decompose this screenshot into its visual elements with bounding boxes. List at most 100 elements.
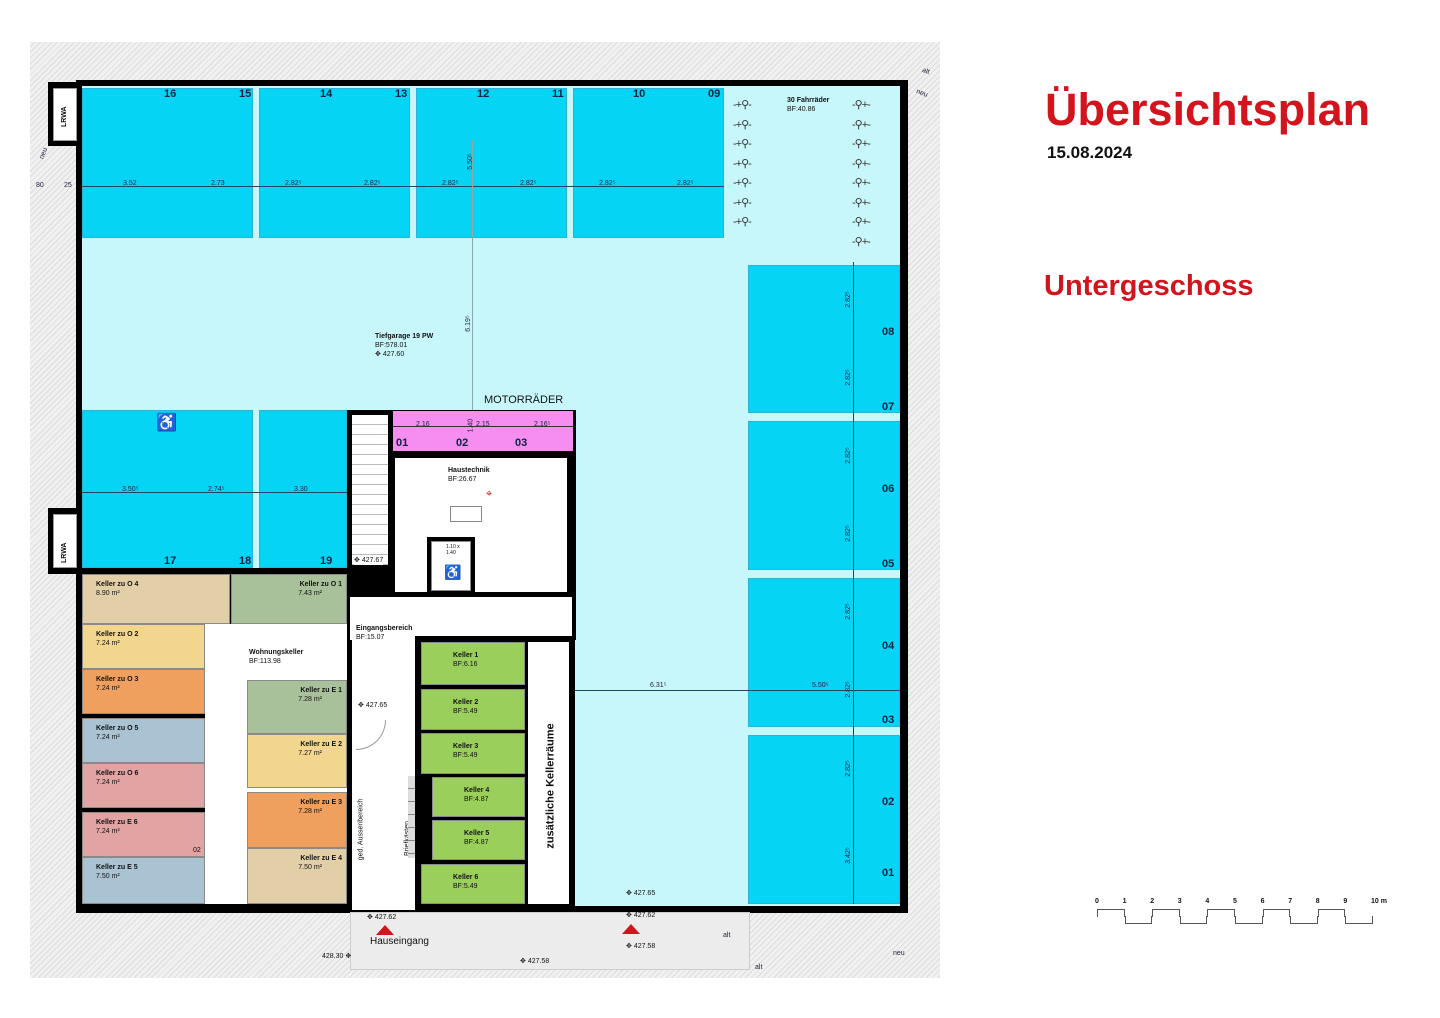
equipment-note	[450, 506, 482, 522]
garage-label: Tiefgarage 19 PW BF:578.01 ✥ 427.60	[375, 332, 433, 359]
lift-cabin: 1.10 x 1.40 ♿	[431, 541, 471, 591]
lift-size: 1.10 x 1.40	[446, 544, 460, 556]
room-area: 7.50 m²	[96, 873, 120, 880]
corridor	[352, 640, 418, 910]
slot-dim: 2.82⁵	[520, 180, 537, 187]
floor-label: Untergeschoss	[1044, 270, 1254, 302]
motorrad-area	[393, 411, 573, 451]
dim-line	[82, 492, 347, 493]
scale-segment	[1179, 916, 1208, 924]
room-area: BF:5.49	[453, 752, 478, 759]
scale-segment	[1235, 916, 1263, 924]
room-area: BF:5.49	[453, 883, 478, 890]
slot-number: 15	[239, 88, 252, 100]
scale-segment	[1207, 909, 1235, 917]
parking-group	[748, 265, 900, 413]
moto-number: 03	[515, 437, 528, 449]
haustechnik-label: Haustechnik BF:26.67	[448, 466, 490, 484]
wheelchair-icon: ♿	[156, 413, 178, 432]
slot-number: 01	[882, 867, 895, 879]
slot-number: 11	[552, 88, 564, 100]
scale-tick-label: 3	[1177, 898, 1182, 905]
garage-level: ✥ 427.60	[375, 351, 405, 358]
slot-number: 10	[633, 88, 646, 100]
moto-depth: 1.40	[467, 418, 475, 433]
bike-area-value: BF:40.86	[787, 106, 816, 113]
slot-number: 17	[164, 555, 177, 567]
garage-name: Tiefgarage 19 PW	[375, 333, 434, 340]
slot-dim: 2.82⁵	[844, 369, 852, 386]
scale-segment	[1124, 916, 1153, 924]
scale-segment	[1345, 916, 1373, 924]
entrance-forecourt	[350, 912, 750, 970]
scale-tick-label: 9	[1343, 898, 1348, 905]
dim-line	[82, 186, 724, 187]
lrwa-shaft: LRWA	[53, 88, 77, 141]
moto-dim: 2.15	[476, 421, 490, 428]
room-name: Keller zu O 3	[96, 676, 139, 683]
slot-number: 18	[239, 555, 252, 567]
room-name: Eingangsbereich	[356, 625, 413, 632]
room-name: Keller 4	[464, 787, 490, 794]
edge-dim: 25	[64, 182, 72, 189]
room-area: 7.24 m²	[96, 640, 120, 647]
slot-dim: 2.73	[211, 180, 225, 187]
slot-dim: 2.82⁵	[844, 447, 852, 464]
slot-dim: 3.52	[123, 180, 137, 187]
parking-group	[82, 410, 253, 568]
room-area: 7.43 m²	[298, 590, 322, 597]
room-name: Keller zu O 1	[299, 581, 342, 588]
slot-number: 13	[395, 88, 408, 100]
room-name: Keller zu E 4	[300, 855, 342, 862]
room-area: BF:6.16	[453, 661, 478, 668]
motorrad-label: MOTORRÄDER	[484, 394, 564, 406]
scale-tick-label: 6	[1260, 898, 1265, 905]
moto-number: 02	[456, 437, 469, 449]
keller-room: Keller zu E 3 7.28 m²	[247, 792, 347, 848]
room-area: BF:15.07	[356, 634, 385, 641]
room-area: 7.24 m²	[96, 828, 120, 835]
room-name: Keller 2	[453, 699, 479, 706]
keller-room: Keller zu O 2 7.24 m²	[82, 624, 205, 669]
room-area: 7.28 m²	[298, 808, 322, 815]
scale-tick-label: 1	[1122, 898, 1127, 905]
slot-number: 02	[882, 796, 895, 808]
room-name: Keller zu E 6	[96, 819, 138, 826]
moto-number: 01	[396, 437, 409, 449]
scale-tick-label: 5	[1233, 898, 1237, 905]
room-name: Keller zu E 3	[300, 799, 342, 806]
scale-tick-label: 10 m	[1371, 898, 1387, 905]
room-area: 7.24 m²	[96, 734, 120, 741]
parking-group	[748, 421, 900, 570]
slot-dim: 2.82⁵	[844, 603, 852, 620]
bike-icons-left: -+⚲--+⚲--+⚲--+⚲--+⚲--+⚲--+⚲-	[733, 99, 752, 228]
slot-dim: 3.30	[294, 486, 308, 493]
lane-dim: 6.19⁵	[464, 315, 472, 332]
level-marker: ✥ 427.58	[626, 943, 656, 950]
level-marker: ✥ 427.62	[626, 912, 656, 919]
room-area: BF:5.49	[453, 708, 478, 715]
room-name: Keller 3	[453, 743, 479, 750]
room-name: Keller zu O 2	[96, 631, 139, 638]
slot-dim: 2.82⁵	[844, 525, 852, 542]
entrance-marker-icon	[376, 925, 394, 935]
scale-segment	[1317, 909, 1346, 917]
parking-group	[259, 410, 347, 568]
level-value: 427.62	[374, 914, 397, 921]
slot-dim: 2.82⁵	[599, 180, 616, 187]
dim-line	[575, 690, 900, 691]
slot-dim: 3.42⁵	[844, 847, 852, 864]
slot-number: 19	[320, 555, 333, 567]
plan-date: 15.08.2024	[1047, 143, 1133, 162]
parking-group	[416, 88, 567, 238]
parking-group	[748, 578, 900, 727]
room-name: Keller zu E 1	[300, 687, 342, 694]
level-value: 427.62	[633, 912, 656, 919]
room-area: 7.27 m²	[298, 750, 322, 757]
level-value: 427.65	[365, 702, 388, 709]
